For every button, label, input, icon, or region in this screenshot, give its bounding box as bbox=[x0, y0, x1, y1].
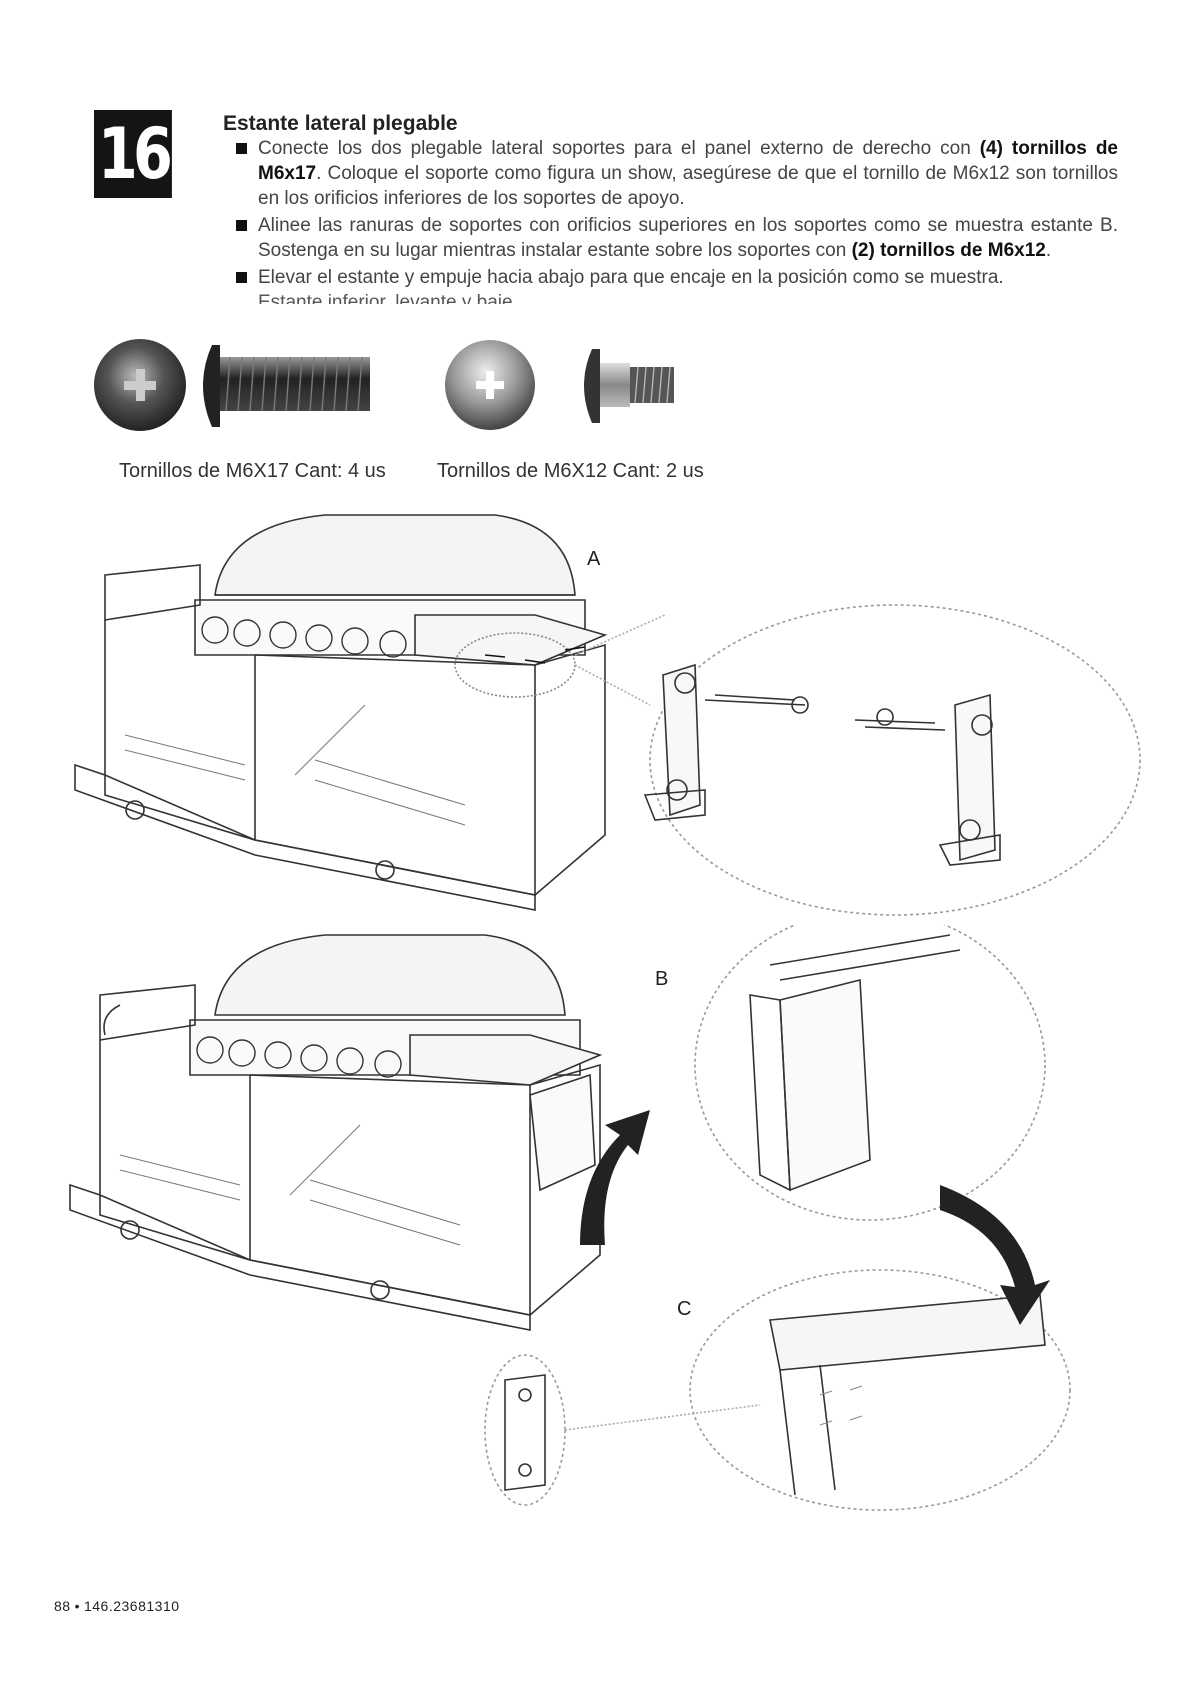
instruction-item: Conecte los dos plegable lateral soporte… bbox=[236, 136, 1118, 211]
instruction-text: Conecte los dos plegable lateral soporte… bbox=[258, 138, 980, 159]
label-a: A bbox=[587, 548, 601, 570]
instruction-text: . bbox=[1045, 240, 1052, 261]
label-b: B bbox=[655, 968, 668, 990]
instruction-list: Conecte los dos plegable lateral soporte… bbox=[236, 136, 1118, 306]
hardware-caption-m6x12: Tornillos de M6X12 Cant: 2 us bbox=[437, 460, 704, 482]
short-screw-icon bbox=[445, 340, 674, 430]
instruction-text: Elevar el estante y empuje hacia abajo p… bbox=[258, 267, 1004, 288]
step-number: 16 bbox=[97, 113, 173, 195]
instruction-item: Alinee las ranuras de soportes con orifi… bbox=[236, 213, 1118, 263]
instruction-emphasis: (4) tornillos de M6x17 bbox=[258, 138, 1118, 184]
page-number: 88 bbox=[54, 1598, 71, 1614]
instruction-emphasis: (2) tornillos de M6x12 bbox=[851, 240, 1046, 261]
model-number: 146.23681310 bbox=[83, 1598, 180, 1614]
footer-separator: • bbox=[74, 1598, 80, 1614]
long-screw-icon bbox=[94, 339, 370, 431]
label-c: C bbox=[677, 1298, 691, 1320]
instruction-cut-line: Estante inferior, levante y baje bbox=[258, 292, 513, 304]
instruction-text: . Coloque el soporte como figura un show… bbox=[258, 163, 1118, 209]
diagram-bc-folding-shelf: B C bbox=[69, 925, 1071, 1511]
diagram-a-grill-brackets: A bbox=[74, 514, 1141, 916]
instruction-item: Elevar el estante y empuje hacia abajo p… bbox=[236, 265, 1118, 304]
page-footer: 88•146.23681310 bbox=[54, 1598, 180, 1614]
instruction-text: Alinee las ranuras de soportes con orifi… bbox=[258, 215, 1118, 261]
section-title: Estante lateral plegable bbox=[223, 112, 458, 135]
step-number-badge: 16 bbox=[94, 110, 173, 198]
hardware-caption-m6x17: Tornillos de M6X17 Cant: 4 us bbox=[119, 460, 386, 482]
